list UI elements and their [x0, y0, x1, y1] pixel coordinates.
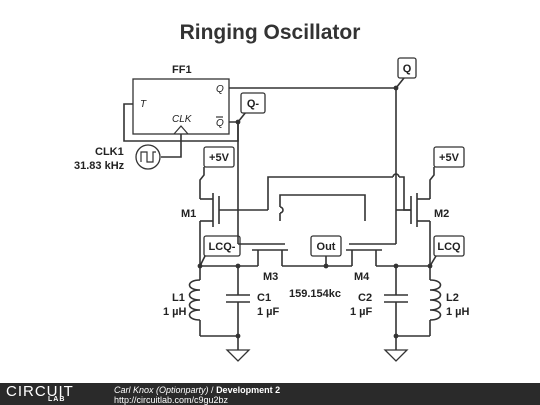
c2-name: C2 — [358, 292, 372, 304]
flipflop-body — [132, 78, 230, 135]
clock-source-clk1[interactable]: CLK1 31.83 kHz — [74, 134, 182, 172]
clock-source-symbol — [135, 144, 161, 170]
inductor-l2[interactable]: L2 1 µH — [429, 266, 470, 336]
flipflop-ff1[interactable]: FF1 T Q Q CLK — [132, 64, 230, 135]
inductor-l1[interactable]: L1 1 µH — [163, 266, 201, 336]
wire-crossover-hop-left — [279, 206, 284, 214]
capacitor-c2[interactable]: C2 1 µF — [350, 266, 408, 350]
wire-m2-gate-feed — [399, 176, 411, 211]
wire-m2-feedback — [279, 194, 366, 221]
m4-label: M4 — [354, 271, 370, 283]
net-tag-vdd-left[interactable]: +5V — [203, 146, 235, 168]
lcq-minus-label: LCQ- — [209, 241, 236, 253]
out-label: Out — [317, 241, 336, 253]
wire-qbar — [229, 121, 239, 230]
lcq-box — [433, 235, 465, 257]
clock-frequency: 31.83 kHz — [74, 160, 125, 172]
vdd-left-box — [203, 146, 235, 168]
circuitlab-logo[interactable]: CIRCUIT — [6, 383, 74, 400]
m3-label: M3 — [263, 271, 278, 283]
wire-clk — [161, 134, 182, 158]
lcq-label: LCQ — [437, 241, 461, 253]
junction-tank-left-bottom — [235, 333, 241, 339]
transistor-m2[interactable]: M2 — [396, 193, 449, 266]
c1-name: C1 — [257, 292, 271, 304]
net-tag-qbar[interactable]: Q- — [240, 92, 266, 114]
transistor-m4[interactable]: M4 — [346, 230, 397, 283]
wire-crossover-hop-right — [392, 173, 400, 178]
author-name[interactable]: Carl Knox (Optionparty) — [114, 385, 209, 395]
net-tag-q[interactable]: Q — [397, 57, 417, 79]
flipflop-pin-clk: CLK — [172, 114, 193, 125]
circuit-url[interactable]: http://circuitlab.com/c9gu2bz — [114, 395, 229, 405]
vdd-left-label: +5V — [209, 152, 230, 164]
m2-label: M2 — [434, 208, 449, 220]
m1-label: M1 — [181, 208, 196, 220]
wire-m1-gate-cross — [267, 176, 393, 210]
lcq-minus-box — [203, 235, 241, 257]
net-tag-q-label: Q — [403, 63, 412, 75]
frequency-note: 159.154kc — [289, 288, 341, 300]
flipflop-name: FF1 — [172, 64, 192, 76]
net-tag-qbar-label: Q- — [247, 98, 260, 110]
flipflop-pin-q: Q — [216, 84, 224, 95]
junction-qbar — [235, 119, 241, 125]
c1-value: 1 µF — [257, 306, 280, 318]
ground-left-icon — [225, 349, 251, 362]
l2-coil — [429, 279, 442, 321]
net-tag-out[interactable]: Out — [310, 235, 342, 257]
net-tag-lcq[interactable]: LCQ — [433, 235, 465, 257]
ground-right-icon — [383, 349, 409, 362]
net-tag-q-box — [397, 57, 417, 79]
l2-name: L2 — [446, 292, 459, 304]
flipflop-pin-qbar: Q — [216, 118, 224, 129]
l1-name: L1 — [172, 292, 185, 304]
circuitlab-logo-sub: LAB — [48, 396, 66, 403]
vdd-right-label: +5V — [439, 152, 460, 164]
net-tag-lcq-minus[interactable]: LCQ- — [203, 235, 241, 257]
l1-value: 1 µH — [163, 306, 187, 318]
l2-value: 1 µH — [446, 306, 470, 318]
flipflop-pin-t: T — [140, 99, 147, 110]
capacitor-c1[interactable]: C1 1 µF — [226, 266, 280, 350]
junction-out — [323, 263, 329, 269]
diagram-title: Ringing Oscillator — [180, 21, 361, 44]
transistor-m3[interactable]: M3 — [237, 230, 288, 283]
junction-tank-right-bottom — [393, 333, 399, 339]
author-separator: / — [208, 385, 217, 395]
wire-vdd-left — [199, 167, 205, 199]
footer-bar: CIRCUIT LAB Carl Knox (Optionparty) / De… — [0, 383, 540, 405]
transistor-m1[interactable]: M1 — [181, 193, 268, 266]
net-tag-qbar-box — [240, 92, 266, 114]
project-name[interactable]: Development 2 — [216, 385, 281, 395]
clock-edge-marker — [173, 125, 189, 135]
junction-q — [393, 85, 399, 91]
wire-vdd-right — [429, 167, 435, 199]
vdd-right-box — [433, 146, 465, 168]
net-tag-vdd-right[interactable]: +5V — [433, 146, 465, 168]
schematic-canvas: Ringing Oscillator FF1 T Q Q CLK CLK1 31… — [74, 21, 470, 362]
l1-coil — [188, 279, 201, 321]
author-line: Carl Knox (Optionparty) / Development 2 — [114, 385, 280, 395]
square-wave-icon — [140, 151, 156, 163]
c2-value: 1 µF — [350, 306, 373, 318]
clock-name: CLK1 — [95, 146, 124, 158]
